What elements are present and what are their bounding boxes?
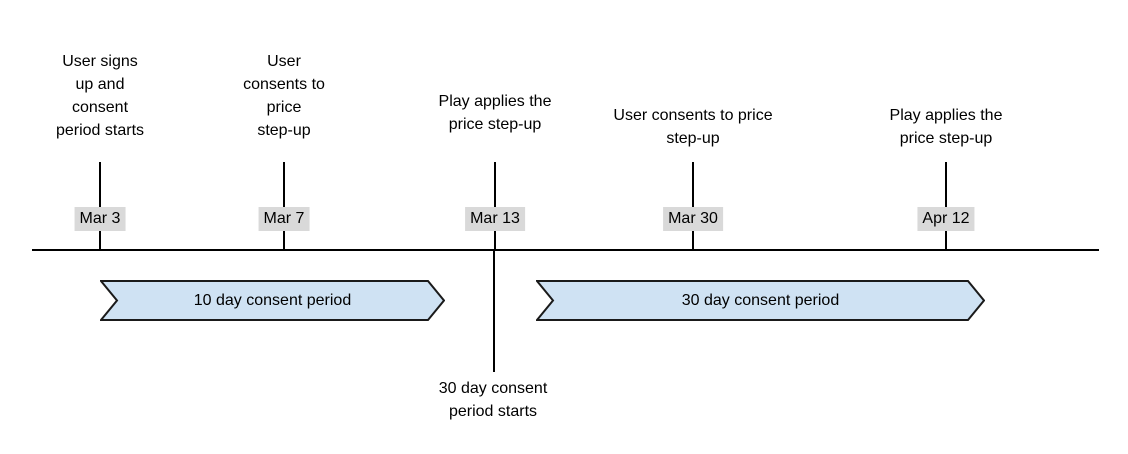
event-tick-line [99,162,101,250]
date-chip-mar13: Mar 13 [465,207,525,231]
date-chip-mar30: Mar 30 [663,207,723,231]
banner-arrow-10-day [100,280,445,321]
event-label-consent-1: User consents to price step-up [243,53,325,139]
banner-label-30-day: 30 day consent period [681,291,840,309]
banner-arrow-30-day [536,280,985,321]
banner-label-10-day: 10 day consent period [193,291,352,309]
event-tick-line [945,162,947,250]
event-label-apply-2: Play applies the price step-up [889,107,1003,147]
event-label-signup: User signs up and consent period starts [55,53,145,139]
timeline-axis [32,249,1099,251]
date-chip-mar7: Mar 7 [258,207,310,231]
date-chip-mar3: Mar 3 [74,207,126,231]
date-chip-apr12: Apr 12 [917,207,975,231]
event-tick-line [283,162,285,250]
banner-arrow-shape [536,280,985,321]
event-tick-line [494,162,496,250]
event-label-apply-1: Play applies the price step-up [438,93,552,133]
note-30-day-period-starts: 30 day consent period starts [438,380,548,420]
event-label-consent-2: User consents to price step-up [613,107,773,147]
note-connector-line [493,251,495,372]
event-tick-line [692,162,694,250]
banner-arrow-shape [100,280,445,321]
